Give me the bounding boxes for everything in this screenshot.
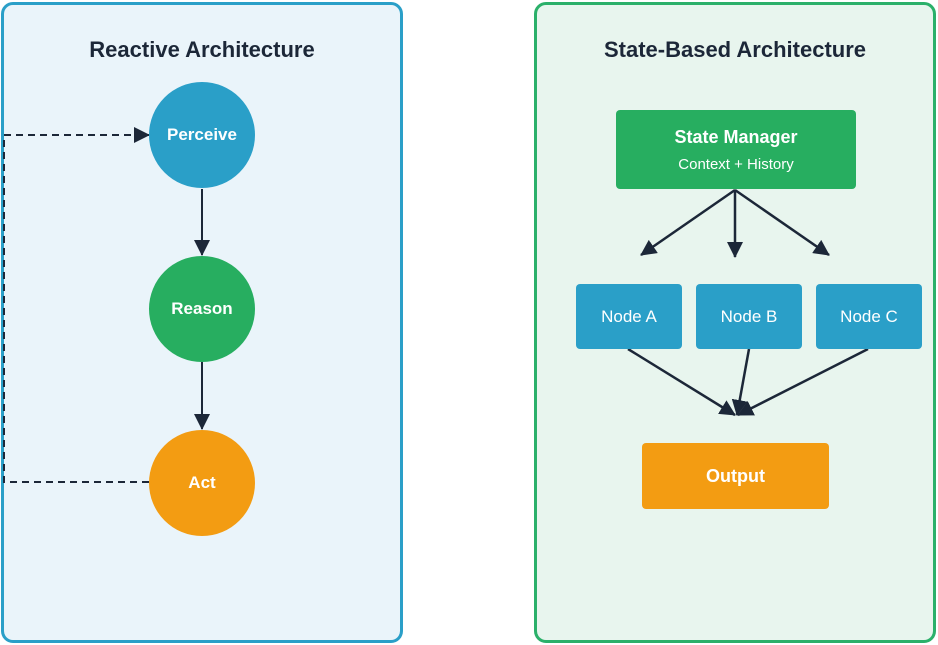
manager-to-node-c-arrow xyxy=(734,188,830,257)
act-node: Act xyxy=(149,430,255,536)
reactive-architecture-title: Reactive Architecture xyxy=(89,37,315,62)
state-manager-subtitle: Context + History xyxy=(678,155,794,173)
output-box: Output xyxy=(642,443,829,509)
node-a-to-output-arrow xyxy=(627,347,736,417)
reason-node: Reason xyxy=(149,256,255,362)
node-c-to-output-arrow xyxy=(737,347,869,417)
state-manager-title: State Manager xyxy=(674,126,798,147)
state-based-architecture-title: State-Based Architecture xyxy=(603,37,867,62)
node-a-box: Node A xyxy=(576,284,682,349)
act-label: Act xyxy=(188,473,216,492)
reason-label: Reason xyxy=(171,299,233,318)
node-b-box: Node B xyxy=(696,284,802,349)
manager-to-node-a-arrow xyxy=(640,188,736,257)
node-b-to-output-arrow xyxy=(731,348,751,416)
output-label: Output xyxy=(706,465,765,486)
perceive-node: Perceive xyxy=(149,82,255,188)
feedback-loop-arrow xyxy=(3,127,150,483)
perceive-label: Perceive xyxy=(167,125,237,144)
node-c-box: Node C xyxy=(816,284,922,349)
node-a-label: Node A xyxy=(601,306,657,326)
node-c-label: Node C xyxy=(840,306,898,326)
state-manager-box: State Manager Context + History xyxy=(616,110,856,189)
node-b-label: Node B xyxy=(720,306,778,326)
